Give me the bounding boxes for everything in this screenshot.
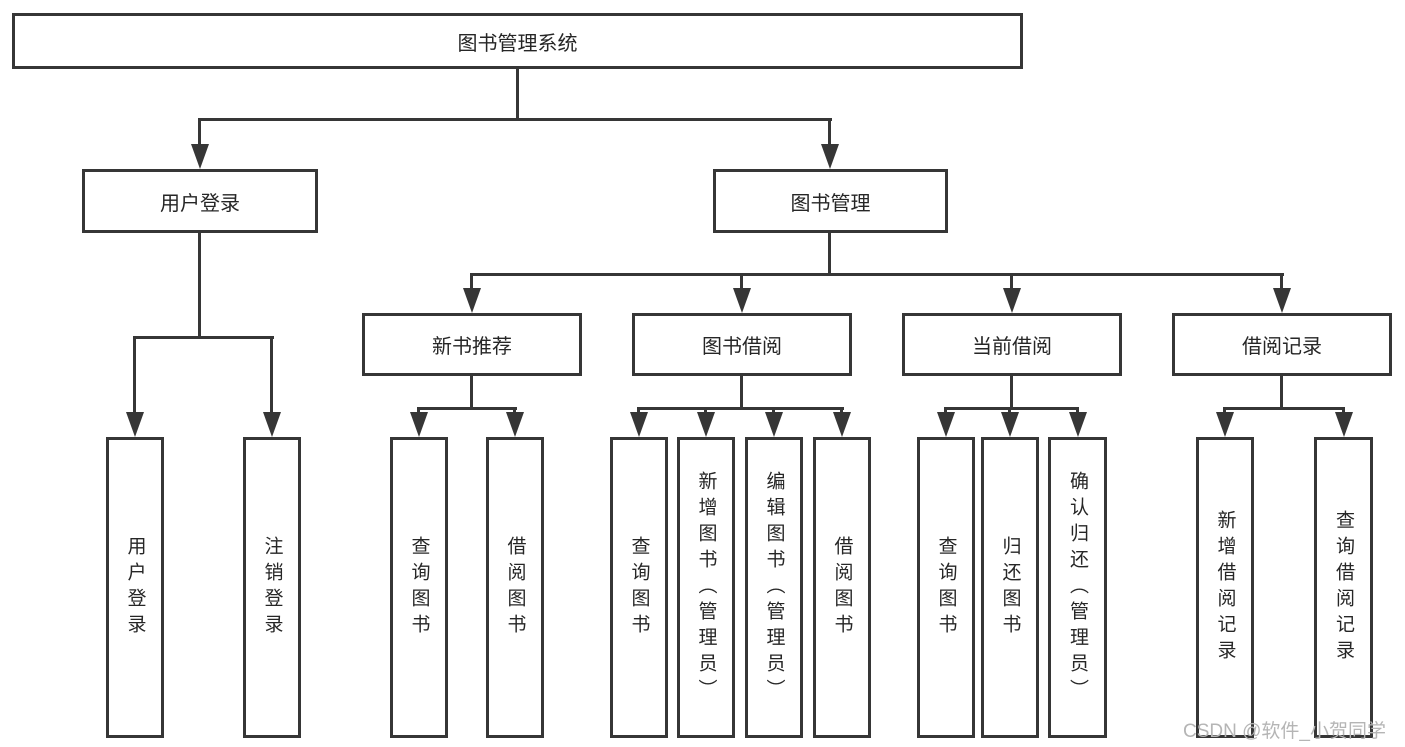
connector-drop-leaf — [1223, 407, 1226, 416]
arrow-down-icon — [191, 144, 209, 169]
connector-drop-user-login — [198, 118, 201, 150]
connector-user-login-hbar — [133, 336, 274, 339]
node-user-login: 用户登录 — [82, 169, 318, 233]
leaf-query-books-borrowing: 查询图书 — [610, 437, 668, 738]
connector-drop-group — [1280, 273, 1283, 292]
connector-group-trunk — [1280, 376, 1283, 410]
leaf-query-books-current: 查询图书 — [917, 437, 975, 738]
node-book-borrowing: 图书借阅 — [632, 313, 852, 376]
connector-drop-group — [1010, 273, 1013, 292]
connector-drop-leaf — [840, 407, 843, 416]
leaf-confirm-return-admin: 确认归还（管理员） — [1048, 437, 1107, 738]
connector-book-management-hbar — [470, 273, 1284, 276]
connector-group-hbar — [637, 407, 844, 410]
connector-book-management-trunk — [828, 233, 831, 276]
leaf-logout: 注销登录 — [243, 437, 301, 738]
connector-drop-leaf — [704, 407, 707, 416]
leaf-query-borrow-record: 查询借阅记录 — [1314, 437, 1373, 738]
node-book-management: 图书管理 — [713, 169, 948, 233]
arrow-down-icon — [697, 412, 715, 437]
connector-drop-leaf — [637, 407, 640, 416]
connector-drop-leaf — [1342, 407, 1345, 416]
leaf-borrow-books: 借阅图书 — [813, 437, 871, 738]
arrow-down-icon — [1069, 412, 1087, 437]
connector-drop-leaf — [1008, 407, 1011, 416]
arrow-down-icon — [126, 412, 144, 437]
connector-root-trunk — [516, 69, 519, 121]
arrow-down-icon — [1335, 412, 1353, 437]
connector-drop-book-management — [828, 118, 831, 150]
connector-drop-leaf — [133, 336, 136, 416]
watermark: CSDN @软件_小贺同学 — [1183, 721, 1386, 742]
arrow-down-icon — [937, 412, 955, 437]
arrow-down-icon — [463, 288, 481, 313]
connector-group-hbar — [944, 407, 1079, 410]
leaf-query-books-recommend: 查询图书 — [390, 437, 448, 738]
arrow-down-icon — [1001, 412, 1019, 437]
connector-user-login-trunk — [198, 233, 201, 339]
arrow-down-icon — [630, 412, 648, 437]
connector-group-hbar — [1223, 407, 1345, 410]
leaf-add-borrow-record: 新增借阅记录 — [1196, 437, 1254, 738]
connector-drop-group — [470, 273, 473, 292]
arrow-down-icon — [506, 412, 524, 437]
node-borrowing-records: 借阅记录 — [1172, 313, 1392, 376]
connector-drop-leaf — [513, 407, 516, 416]
connector-drop-leaf — [1076, 407, 1079, 416]
arrow-down-icon — [733, 288, 751, 313]
connector-root-hbar — [198, 118, 832, 121]
leaf-edit-books-admin: 编辑图书（管理员） — [745, 437, 803, 738]
node-new-book-recommendation: 新书推荐 — [362, 313, 582, 376]
arrow-down-icon — [1216, 412, 1234, 437]
node-library-management-system: 图书管理系统 — [12, 13, 1023, 69]
connector-drop-leaf — [944, 407, 947, 416]
arrow-down-icon — [263, 412, 281, 437]
arrow-down-icon — [821, 144, 839, 169]
arrow-down-icon — [410, 412, 428, 437]
arrow-down-icon — [833, 412, 851, 437]
connector-group-trunk — [1010, 376, 1013, 410]
arrow-down-icon — [1003, 288, 1021, 313]
arrow-down-icon — [765, 412, 783, 437]
leaf-return-books: 归还图书 — [981, 437, 1039, 738]
leaf-borrow-books-recommend: 借阅图书 — [486, 437, 544, 738]
connector-group-hbar — [417, 407, 517, 410]
leaf-user-login: 用户登录 — [106, 437, 164, 738]
connector-drop-group — [740, 273, 743, 292]
connector-drop-leaf — [270, 336, 273, 416]
connector-group-trunk — [470, 376, 473, 410]
connector-drop-leaf — [417, 407, 420, 416]
connector-drop-leaf — [772, 407, 775, 416]
node-current-borrowing: 当前借阅 — [902, 313, 1122, 376]
leaf-add-books-admin: 新增图书（管理员） — [677, 437, 735, 738]
connector-group-trunk — [740, 376, 743, 410]
arrow-down-icon — [1273, 288, 1291, 313]
